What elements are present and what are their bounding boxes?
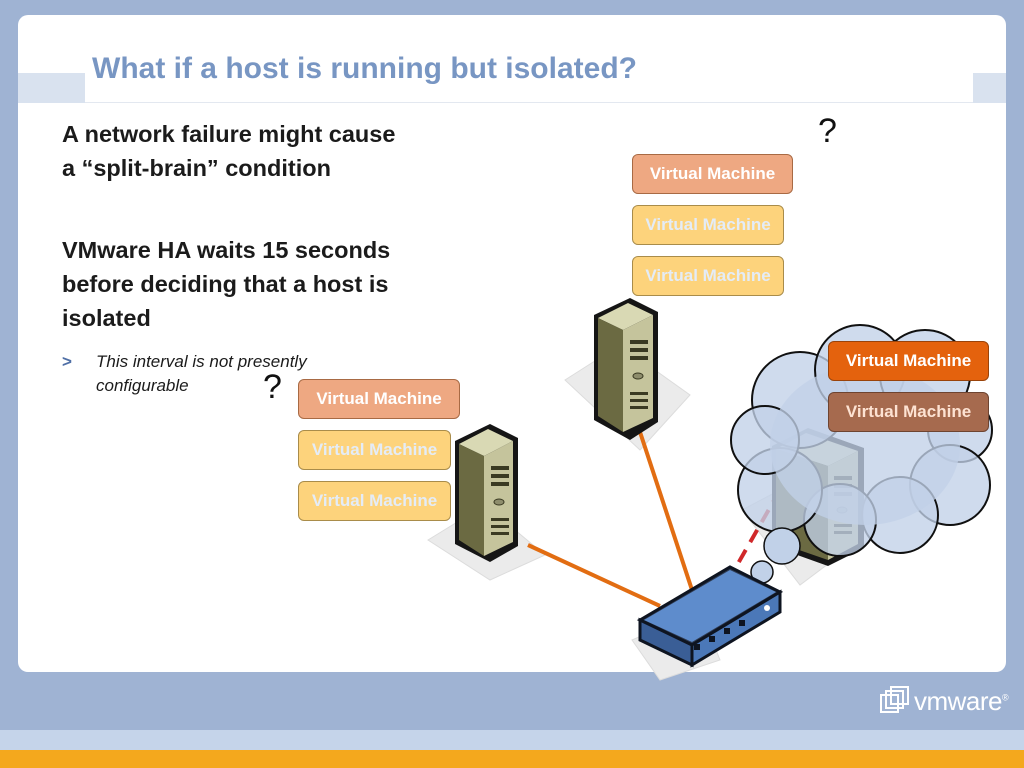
vmware-logo-icon bbox=[880, 686, 909, 713]
vm-box-top-1: Virtual Machine bbox=[632, 154, 793, 194]
vm-box-left-1: Virtual Machine bbox=[298, 379, 460, 419]
bullet-split-brain: A network failure might cause a “split-b… bbox=[62, 121, 396, 181]
question-mark-left: ? bbox=[263, 368, 282, 406]
trademark-symbol: ® bbox=[1002, 692, 1009, 703]
title-rule bbox=[85, 102, 973, 103]
sub-bullet-interval: This interval is not presently configura… bbox=[96, 352, 307, 395]
vmware-wordmark: vmware bbox=[914, 686, 1003, 716]
vm-box-top-3: Virtual Machine bbox=[632, 256, 784, 296]
thought-bubble-large bbox=[763, 527, 801, 565]
vm-box-left-2: Virtual Machine bbox=[298, 430, 451, 470]
sub-bullet-marker: > bbox=[62, 352, 72, 371]
vm-box-top-2: Virtual Machine bbox=[632, 205, 784, 245]
title-band-right bbox=[973, 73, 1006, 103]
vm-box-right-1: Virtual Machine bbox=[828, 341, 989, 381]
link-top-server bbox=[638, 431, 694, 591]
question-mark-top: ? bbox=[818, 112, 837, 150]
bottom-light-stripe bbox=[0, 730, 1024, 750]
bullet-ha-wait: VMware HA waits 15 seconds before decidi… bbox=[62, 237, 391, 331]
vm-box-left-3: Virtual Machine bbox=[298, 481, 451, 521]
title-band-left bbox=[18, 73, 85, 103]
vmware-logo-text: vmware® bbox=[914, 686, 1009, 717]
vm-box-right-2: Virtual Machine bbox=[828, 392, 989, 432]
slide-title: What if a host is running but isolated? bbox=[92, 52, 637, 85]
link-left-server bbox=[527, 543, 661, 608]
server-left-icon bbox=[455, 424, 518, 562]
network-switch-icon bbox=[636, 565, 784, 668]
bottom-orange-stripe bbox=[0, 750, 1024, 768]
server-top-icon bbox=[594, 298, 658, 440]
